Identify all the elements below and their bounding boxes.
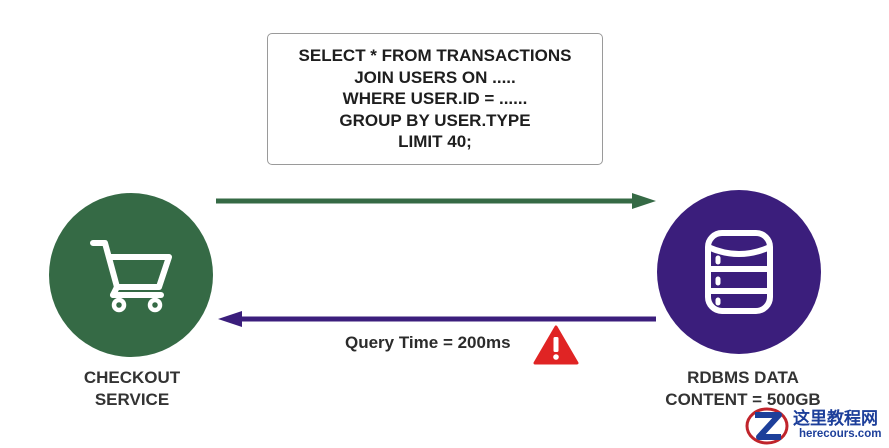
- query-line-select: SELECT * FROM TRANSACTIONS: [298, 46, 572, 66]
- query-time-label: Query Time = 200ms: [345, 333, 511, 352]
- query-line-where: WHERE USER.ID = ......: [342, 89, 528, 109]
- rdbms-label: RDBMS DATA CONTENT = 500GB: [648, 367, 838, 411]
- query-line-join: JOIN USERS ON .....: [354, 67, 516, 87]
- query-line-group-by: GROUP BY USER.TYPE: [339, 110, 531, 130]
- shopping-cart-icon: [90, 240, 172, 313]
- rdbms-label-line2: CONTENT = 500GB: [665, 390, 821, 409]
- database-icon: [705, 230, 773, 314]
- watermark-url: herecours.com: [799, 428, 882, 440]
- request-arrow: [216, 193, 656, 209]
- checkout-label-line1: CHECKOUT: [83, 368, 181, 387]
- z-logo-icon: [745, 407, 789, 445]
- response-arrow: [218, 311, 656, 327]
- rdbms-node: [657, 190, 821, 354]
- rdbms-label-line1: RDBMS DATA: [687, 368, 799, 387]
- watermark: 这里教程网 herecours.com: [745, 404, 889, 448]
- checkout-service-label: CHECKOUT SERVICE: [50, 367, 214, 411]
- sql-query-box: SELECT * FROM TRANSACTIONS JOIN USERS ON…: [267, 33, 603, 165]
- checkout-label-line2: SERVICE: [94, 390, 170, 409]
- watermark-title: 这里教程网: [793, 409, 878, 429]
- checkout-service-node: [49, 193, 213, 357]
- warning-icon: [533, 325, 579, 365]
- query-line-limit: LIMIT 40;: [398, 132, 472, 152]
